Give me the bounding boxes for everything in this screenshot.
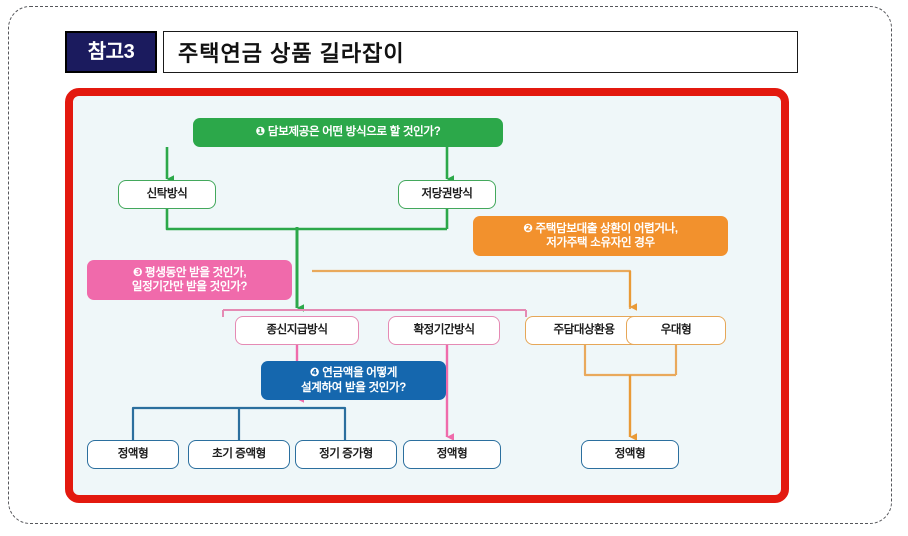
reference-tag-box: 참고3: [65, 31, 157, 73]
node-loan-repayment[interactable]: 주담대상환용: [525, 316, 643, 345]
node-fixed-term[interactable]: 확정기간방식: [388, 316, 500, 345]
node-preferred-type[interactable]: 우대형: [626, 316, 726, 345]
node-mortgage-method[interactable]: 저당권방식: [398, 180, 496, 209]
node-preferred-type-label: 우대형: [660, 324, 692, 337]
page-title: 주택연금 상품 길라잡이: [178, 41, 405, 66]
question-node-2-line1: ❷ 주택담보대출 상환이 어렵거나,: [523, 222, 678, 235]
node-front-loaded[interactable]: 초기 증액형: [188, 440, 290, 469]
question-node-2[interactable]: ❷ 주택담보대출 상환이 어렵거나, 저가주택 소유자인 경우: [473, 216, 728, 256]
node-flat-amount-3[interactable]: 정액형: [581, 440, 679, 469]
question-node-3-line2: 일정기간만 받을 것인가?: [131, 281, 248, 293]
node-lifetime-payment-label: 종신지급방식: [266, 324, 328, 337]
node-step-increase[interactable]: 정기 증가형: [295, 440, 397, 469]
page-title-box: 주택연금 상품 길라잡이: [163, 31, 798, 73]
connector-pink-rail: [222, 309, 527, 317]
connector-orange-merge: [583, 345, 678, 377]
reference-tag-label: 참고3: [87, 41, 135, 63]
question-node-4-line1: ❹ 연금액을 어떻게: [309, 367, 398, 380]
node-front-loaded-label: 초기 증액형: [212, 448, 266, 461]
node-lifetime-payment[interactable]: 종신지급방식: [235, 316, 359, 345]
question-node-1-label: ❶ 담보제공은 어떤 방식으로 할 것인가?: [255, 126, 441, 139]
node-step-increase-label: 정기 증가형: [319, 448, 373, 461]
node-flat-amount-3-label: 정액형: [614, 448, 646, 461]
question-node-2-line2: 저가주택 소유자인 경우: [546, 237, 655, 249]
connector-level2-merge: [165, 209, 449, 231]
node-flat-amount-2-label: 정액형: [436, 448, 468, 461]
question-node-3[interactable]: ❸ 평생동안 받을 것인가, 일정기간만 받을 것인가?: [87, 260, 292, 300]
node-trust-method-label: 신탁방식: [146, 188, 188, 201]
node-trust-method[interactable]: 신탁방식: [118, 180, 216, 209]
question-node-3-line1: ❸ 평생동안 받을 것인가,: [132, 266, 247, 279]
flowchart-canvas: ❶ 담보제공은 어떤 방식으로 할 것인가? ❷ 주택담보대출 상환이 어렵거나…: [73, 96, 781, 495]
question-node-1[interactable]: ❶ 담보제공은 어떤 방식으로 할 것인가?: [193, 118, 503, 147]
node-flat-amount-1-label: 정액형: [117, 448, 149, 461]
page-header: 참고3 주택연금 상품 길라잡이: [65, 31, 798, 73]
node-flat-amount-1[interactable]: 정액형: [87, 440, 179, 469]
flowchart-connectors: [131, 147, 678, 441]
node-fixed-term-label: 확정기간방식: [413, 324, 475, 337]
diagram-red-frame: ❶ 담보제공은 어떤 방식으로 할 것인가? ❷ 주택담보대출 상환이 어렵거나…: [65, 88, 789, 503]
question-node-4-line2: 설계하여 받을 것인가?: [300, 381, 407, 394]
question-node-4[interactable]: ❹ 연금액을 어떻게 설계하여 받을 것인가?: [261, 361, 446, 400]
connector-q1-to-level2: [165, 147, 454, 183]
connector-q2-to-orange-nodes: [312, 269, 632, 309]
node-loan-repayment-label: 주담대상환용: [553, 324, 615, 337]
node-mortgage-method-label: 저당권방식: [421, 188, 473, 201]
node-flat-amount-2[interactable]: 정액형: [403, 440, 501, 469]
connector-level4-fan: [131, 406, 347, 441]
